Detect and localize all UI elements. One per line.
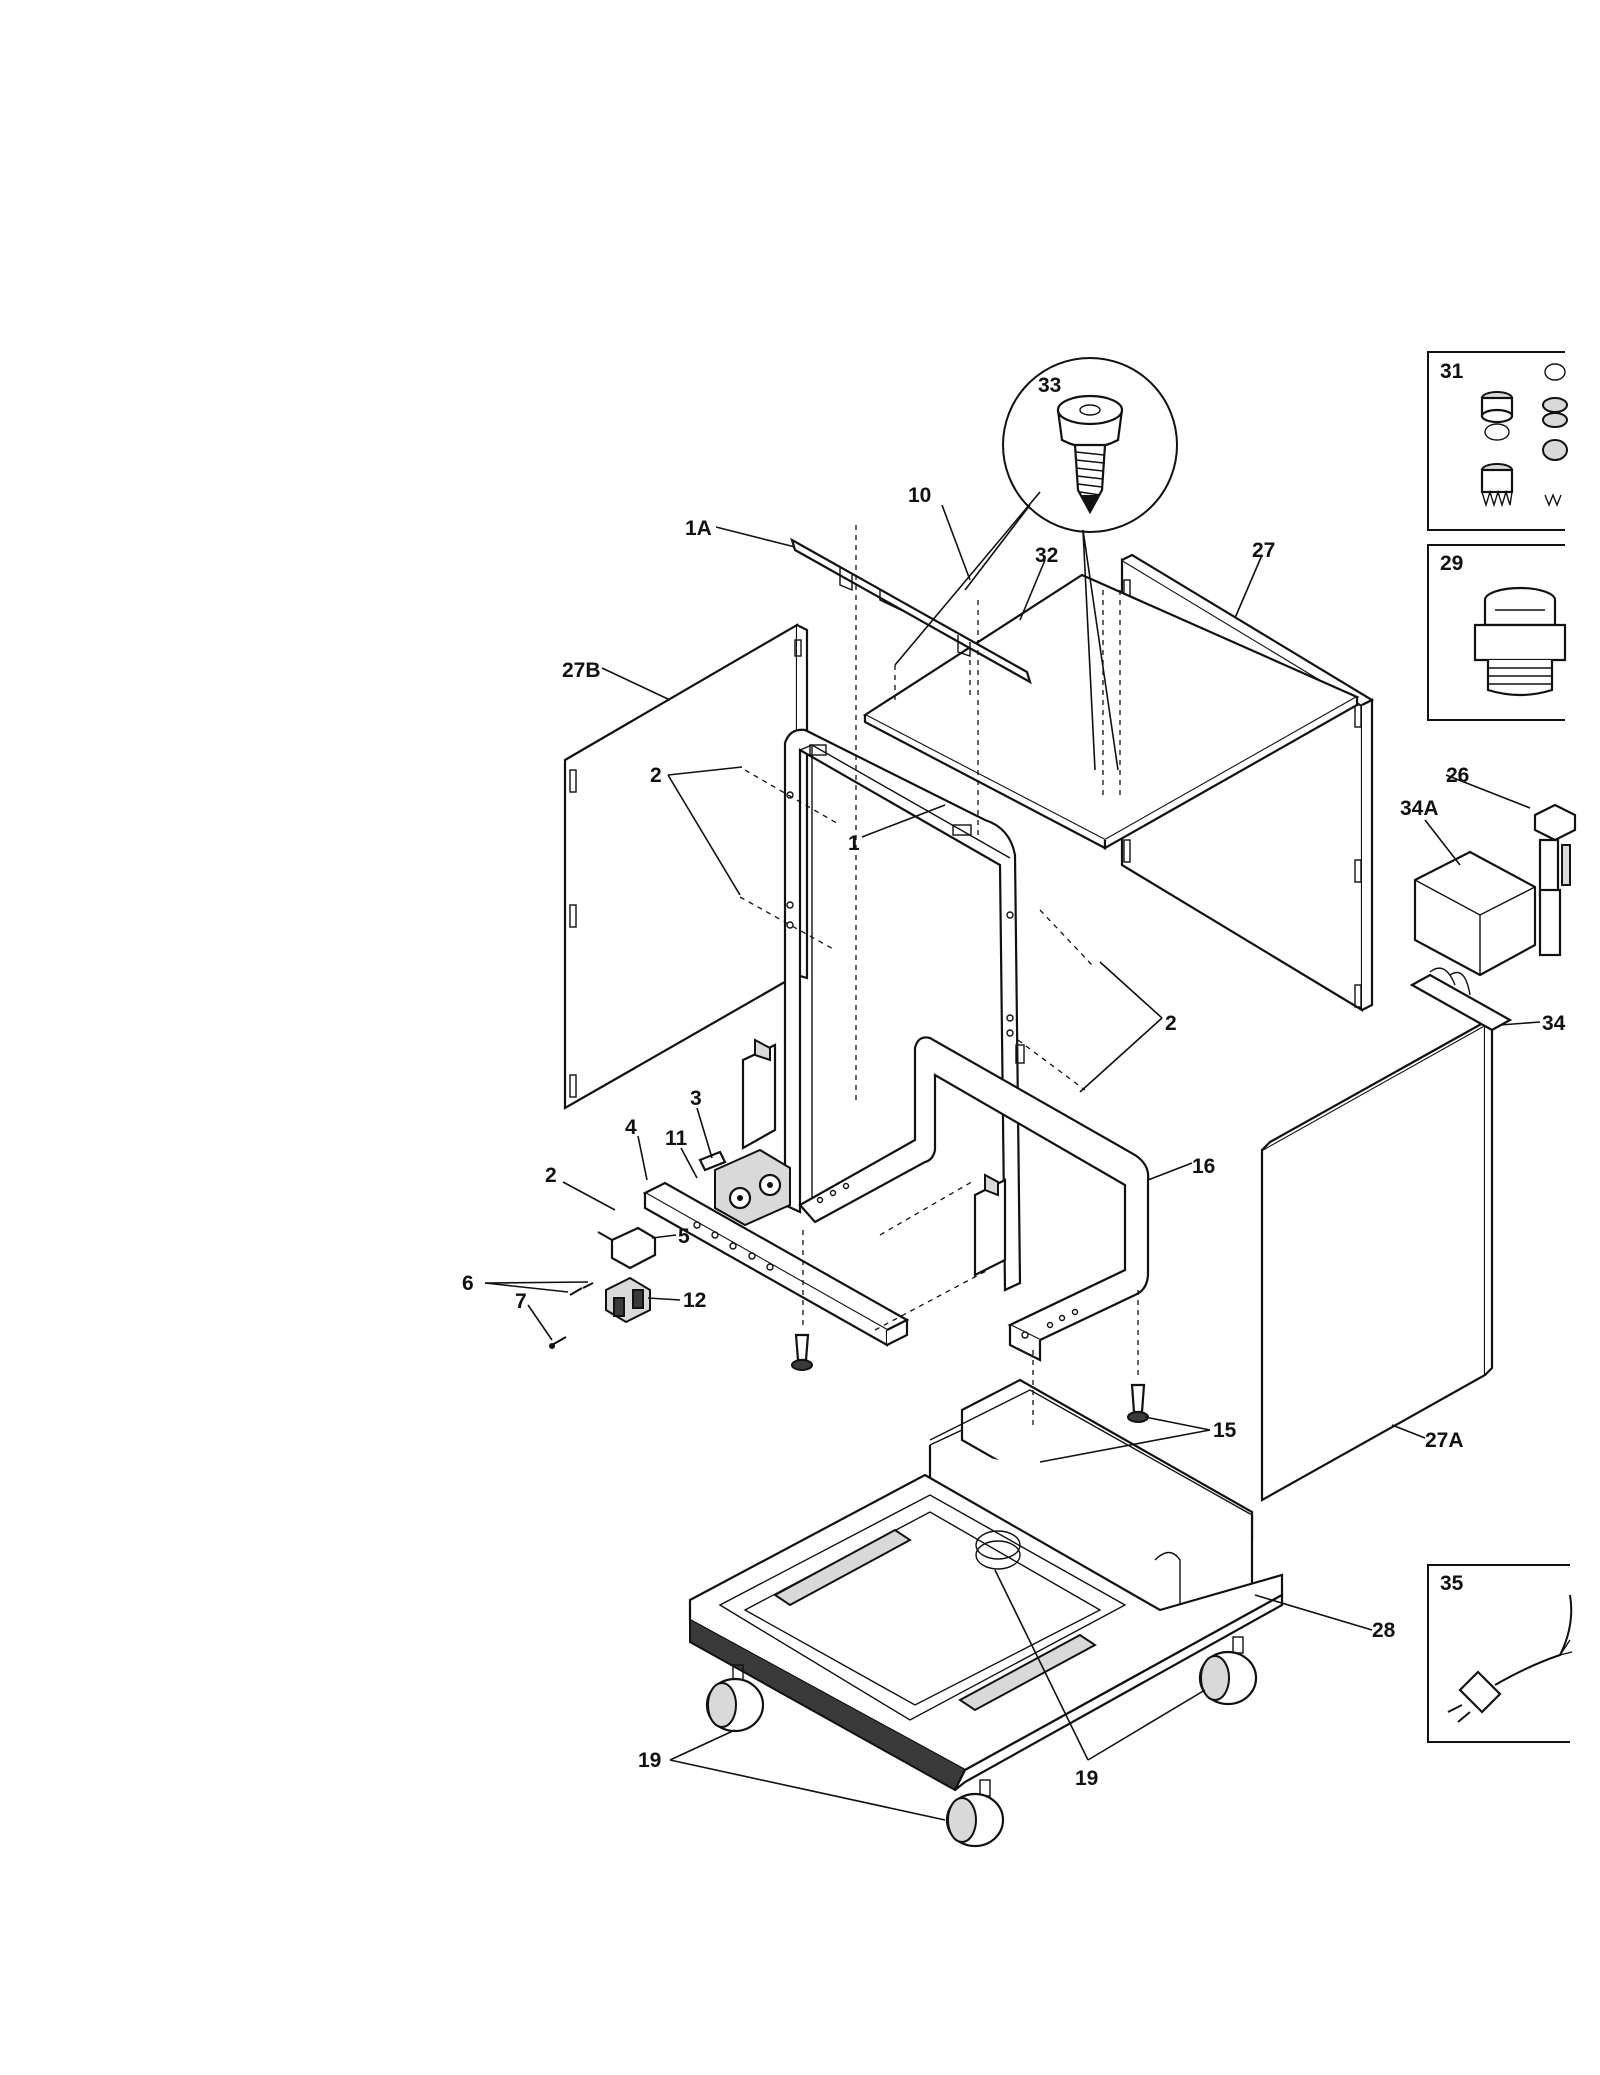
label-19-left: 19	[638, 1749, 661, 1772]
label-4: 4	[625, 1116, 637, 1139]
label-34A: 34A	[1400, 797, 1439, 820]
base-28	[688, 1378, 1284, 1792]
label-7: 7	[515, 1290, 527, 1313]
rail-4	[642, 1181, 910, 1347]
bracket-1A	[790, 537, 1032, 685]
label-28: 28	[1372, 1619, 1396, 1642]
label-26: 26	[1446, 764, 1469, 787]
detail-31-box	[1427, 351, 1568, 531]
switch-5	[597, 1226, 657, 1270]
caster-back-right	[1198, 1636, 1258, 1706]
bracket-12	[605, 1276, 651, 1324]
bracket-34	[1409, 967, 1513, 1032]
label-12: 12	[683, 1289, 706, 1312]
label-11: 11	[665, 1127, 688, 1150]
frame-brackets	[741, 1038, 1007, 1277]
side-panel-27A	[1260, 1015, 1494, 1502]
leader-lines	[484, 491, 1541, 1821]
frame-1	[783, 728, 1025, 1292]
label-33: 33	[1038, 374, 1061, 397]
label-32: 32	[1035, 544, 1058, 567]
frame-16	[798, 1036, 1150, 1362]
label-2-upper-left: 2	[650, 764, 662, 787]
label-34: 34	[1542, 1012, 1566, 1035]
valve-26	[1533, 803, 1577, 911]
label-19-right: 19	[1075, 1767, 1098, 1790]
label-2-right: 2	[1165, 1012, 1177, 1035]
label-35: 35	[1440, 1572, 1464, 1595]
label-3: 3	[690, 1087, 702, 1110]
label-2-lower-left: 2	[545, 1164, 557, 1187]
detail-35-power-cord-box	[1427, 1564, 1573, 1743]
label-27: 27	[1252, 539, 1275, 562]
label-31: 31	[1440, 360, 1464, 383]
label-27B: 27B	[562, 659, 601, 682]
top-panel-32	[862, 573, 1360, 850]
caster-front-left	[705, 1664, 765, 1733]
label-5: 5	[678, 1225, 690, 1248]
label-1A: 1A	[685, 517, 712, 540]
label-1: 1	[848, 832, 860, 855]
box-34A	[1413, 850, 1562, 977]
component-3-motor	[698, 1148, 791, 1227]
detail-33-screw	[1002, 357, 1178, 533]
part-labels: 33 10 1A 32 27 27B 2 1 2 3 4 11 16 2 5 6…	[462, 360, 1566, 1790]
label-10: 10	[908, 484, 931, 507]
alignment-lines	[739, 525, 1139, 1430]
screws-6-7	[549, 1282, 594, 1349]
label-29: 29	[1440, 552, 1463, 575]
detail-29-box	[1427, 544, 1567, 721]
casters-19	[705, 1636, 1258, 1848]
label-6: 6	[462, 1272, 474, 1295]
label-15: 15	[1213, 1419, 1237, 1442]
caster-front-right	[945, 1779, 1005, 1848]
side-panel-27B	[563, 623, 809, 1110]
label-16: 16	[1192, 1155, 1215, 1178]
label-27A: 27A	[1425, 1429, 1464, 1452]
